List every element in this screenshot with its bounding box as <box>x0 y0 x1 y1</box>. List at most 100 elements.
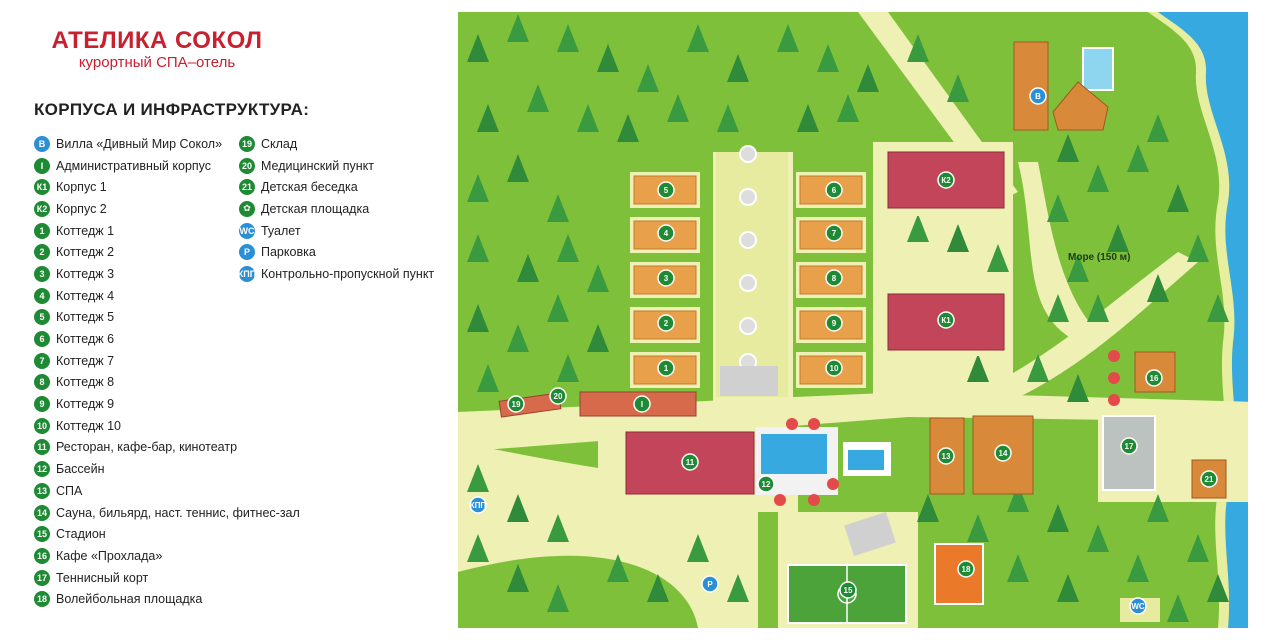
legend-badge: КПП <box>238 265 256 282</box>
tree <box>1047 194 1069 222</box>
map-marker-c2[interactable]: 2 <box>657 314 675 332</box>
map-marker-b14[interactable]: 14 <box>994 444 1012 462</box>
map-marker-c9[interactable]: 9 <box>825 314 843 332</box>
marker-label: 15 <box>844 586 853 595</box>
marker-label: К1 <box>941 316 951 325</box>
map-marker-b11[interactable]: 11 <box>681 453 699 471</box>
map-marker-k1[interactable]: К1 <box>937 311 955 329</box>
tree <box>557 234 579 262</box>
marker-circle <box>957 560 975 578</box>
map-marker-k2[interactable]: К2 <box>937 171 955 189</box>
marker-label: 17 <box>1125 442 1134 451</box>
tree <box>947 224 969 252</box>
map-marker-wc[interactable]: WC <box>1129 597 1147 615</box>
tree <box>507 564 529 592</box>
cottages <box>630 172 866 388</box>
legend-label: Коттедж 10 <box>56 418 121 433</box>
legend-badge: I <box>34 157 50 174</box>
tree <box>1167 594 1189 622</box>
map-marker-b13[interactable]: 13 <box>937 447 955 465</box>
sea-label: Море (150 м) <box>1068 252 1130 263</box>
tree <box>507 324 529 352</box>
tree <box>917 494 939 522</box>
legend-badge: WC <box>239 222 255 239</box>
legend-badge: 9 <box>34 396 50 413</box>
marker-label: К2 <box>941 176 951 185</box>
map-marker-b18[interactable]: 18 <box>957 560 975 578</box>
marker-label: P <box>707 580 713 589</box>
pool-spa-area <box>756 415 1034 495</box>
tree <box>1127 144 1149 172</box>
map-marker-c8[interactable]: 8 <box>825 269 843 287</box>
legend-badge: 1 <box>34 222 50 239</box>
tree <box>1187 534 1209 562</box>
marker-circle <box>507 395 525 413</box>
legend-label: Детская площадка <box>261 201 370 216</box>
marker-label: 12 <box>762 480 771 489</box>
tree <box>727 54 749 82</box>
map-marker-p[interactable]: P <box>701 575 719 593</box>
legend-badge: 21 <box>239 179 255 196</box>
legend-label: Вилла «Дивный Мир Сокол» <box>56 136 223 151</box>
legend-label: Туалет <box>261 223 301 238</box>
legend-badge: 6 <box>34 331 50 348</box>
brand-title: АТЕЛИКА СОКОЛ <box>51 27 263 54</box>
tree <box>1057 574 1079 602</box>
map-marker-b17[interactable]: 17 <box>1120 437 1138 455</box>
marker-circle <box>1129 597 1147 615</box>
legend-badge: 20 <box>239 157 255 174</box>
map-marker-c3[interactable]: 3 <box>657 269 675 287</box>
map-marker-c4[interactable]: 4 <box>657 224 675 242</box>
legend-label: Детская беседка <box>261 180 358 195</box>
map-marker-kpp[interactable]: КПП <box>469 496 487 514</box>
map-marker-b21[interactable]: 21 <box>1200 470 1218 488</box>
map-marker-b12[interactable]: 12 <box>757 475 775 493</box>
marker-label: КПП <box>470 501 487 510</box>
legend-label: Бассейн <box>56 462 105 477</box>
legend-item: ✿ Детская площадка <box>239 198 434 220</box>
map-marker-c6[interactable]: 6 <box>825 181 843 199</box>
map-marker-c7[interactable]: 7 <box>825 224 843 242</box>
tree <box>547 294 569 322</box>
map-marker-b15[interactable]: 15 <box>839 581 857 599</box>
marker-circle <box>549 387 567 405</box>
map-marker-v[interactable]: В <box>1029 87 1047 105</box>
legend-title: КОРПУСА И ИНФРАСТРУКТУРА: <box>34 100 310 119</box>
map-marker-c1[interactable]: 1 <box>657 359 675 377</box>
tree <box>727 574 749 602</box>
legend-badge: 12 <box>34 461 50 478</box>
map-marker-b19[interactable]: 19 <box>507 395 525 413</box>
tree <box>967 514 989 542</box>
map-marker-c10[interactable]: 10 <box>825 359 843 377</box>
tree <box>507 154 529 182</box>
tree <box>1067 374 1089 402</box>
legend-label: Коттедж 3 <box>56 266 115 281</box>
marker-label: 9 <box>832 319 837 328</box>
map-marker-admin[interactable]: I <box>633 395 651 413</box>
marker-circle <box>937 447 955 465</box>
map-marker-c5[interactable]: 5 <box>657 181 675 199</box>
tree <box>1087 164 1109 192</box>
legend-badge: ✿ <box>239 200 255 217</box>
marker-circle <box>825 359 843 377</box>
marker-circle <box>701 575 719 593</box>
tree <box>1047 294 1069 322</box>
tree <box>1057 134 1079 162</box>
marker-circle <box>937 311 955 329</box>
legend-label: Контрольно-пропускной пункт <box>261 266 435 281</box>
marker-circle <box>1120 437 1138 455</box>
tree <box>1147 494 1169 522</box>
tree <box>517 254 539 282</box>
map-marker-b20[interactable]: 20 <box>549 387 567 405</box>
map-marker-b16[interactable]: 16 <box>1145 369 1163 387</box>
